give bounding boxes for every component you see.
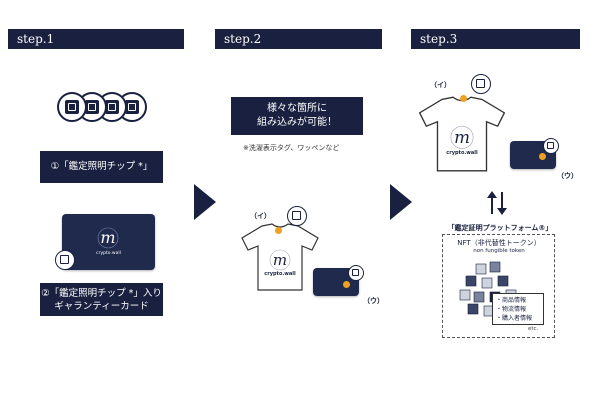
nft-subtitle: non fungible token — [473, 248, 525, 254]
nft-title: NFT（非代替性トークン） — [457, 239, 541, 247]
tshirt-chip-icon — [287, 206, 307, 226]
step2-card-chip-icon — [348, 265, 364, 281]
guarantee-card: m crypto.wall — [62, 214, 155, 270]
callout-u: （ウ） — [363, 297, 384, 305]
chip-stack — [57, 92, 147, 124]
step3-header: step.3 — [411, 29, 580, 49]
arrow-right-icon — [194, 184, 216, 220]
chip-icon — [57, 92, 87, 122]
card-label-line1: ②「鑑定照明チップ *」入り — [41, 288, 162, 299]
svg-text:m: m — [454, 127, 470, 147]
banner-line2: 組み込みが可能！ — [257, 117, 337, 128]
card-chip-dot — [539, 153, 546, 160]
step2-header: step.2 — [215, 29, 382, 49]
chip-label-text: ①「鑑定照明チップ *」 — [50, 161, 153, 172]
chip-icon — [97, 92, 127, 122]
step1-title: step.1 — [17, 32, 55, 46]
nft-box — [442, 234, 555, 338]
callout-i: （イ） — [430, 81, 451, 89]
chip-label: ①「鑑定照明チップ *」 — [40, 151, 163, 183]
tshirt-icon: m — [418, 96, 506, 172]
info-logistics: ・物流情報 — [496, 306, 527, 313]
card-label: ②「鑑定照明チップ *」入り ギャランティーカード — [40, 283, 163, 316]
platform-title: 「鑑定証明プラットフォーム®」 — [447, 224, 553, 232]
card-brand-text: crypto.wall — [96, 251, 121, 256]
card-chip-icon — [55, 250, 75, 270]
info-etc: etc. — [528, 326, 539, 332]
svg-text:m: m — [273, 251, 287, 269]
svg-text:m: m — [100, 228, 115, 247]
callout-u: （ウ） — [557, 172, 578, 180]
step2-note: ※洗濯表示タグ、ワッペンなど — [243, 144, 340, 152]
tshirt-chip-icon — [471, 74, 491, 94]
bidirectional-arrow-icon — [487, 191, 507, 215]
step2-banner: 様々な箇所に 組み込みが可能！ — [231, 97, 363, 135]
tshirt-brand: crypto.wall — [264, 271, 296, 277]
tshirt-chip-dot — [275, 227, 282, 234]
step3-title: step.3 — [420, 32, 458, 46]
card-label-line2: ギャランティーカード — [54, 301, 149, 312]
step1-header: step.1 — [8, 29, 184, 49]
tshirt-brand: crypto.wall — [446, 150, 478, 156]
banner-line1: 様々な箇所に — [267, 103, 327, 114]
arrow-right-icon — [390, 184, 412, 220]
info-product: ・商品情報 — [496, 297, 527, 304]
step3-card-chip-icon — [543, 138, 559, 154]
tshirt-icon: m — [241, 223, 319, 291]
info-box: ・商品情報 ・物流情報 ・購入者情報 — [492, 293, 544, 325]
info-buyer: ・購入者情報 — [496, 315, 533, 322]
callout-i: （イ） — [250, 212, 271, 220]
tshirt-chip-dot — [460, 95, 467, 102]
brand-logo-icon: m — [97, 227, 119, 249]
card-chip-dot — [343, 281, 350, 288]
step2-title: step.2 — [224, 32, 262, 46]
